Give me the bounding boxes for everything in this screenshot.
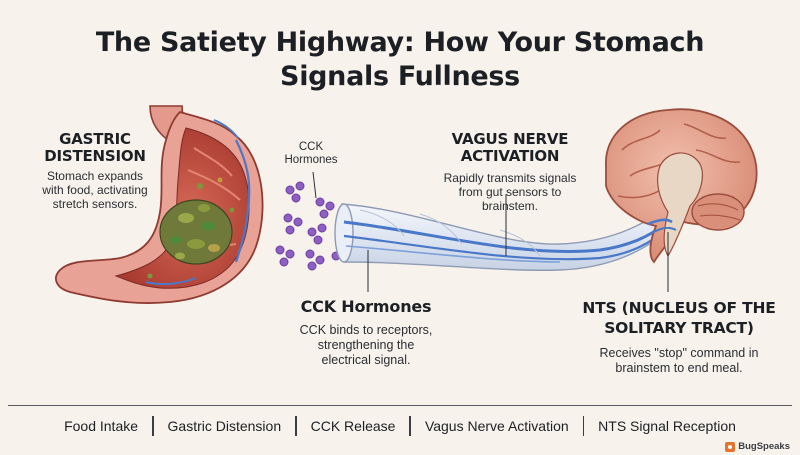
brand-name: BugSpeaks bbox=[738, 441, 790, 452]
page-title: The Satiety Highway: How Your Stomach Si… bbox=[95, 27, 705, 92]
brain-illustration bbox=[605, 108, 758, 264]
stomach-illustration bbox=[55, 105, 264, 304]
step-cck-release: CCK Release bbox=[310, 417, 396, 434]
cck-hormones-callout: CCK Hormones bbox=[284, 141, 338, 166]
step-separator bbox=[152, 415, 154, 436]
step-separator bbox=[582, 415, 585, 436]
step-food-intake: Food Intake bbox=[64, 417, 139, 434]
cck-hormones-label: CCK Hormones CCK binds to receptors,stre… bbox=[299, 297, 433, 367]
step-separator bbox=[295, 415, 297, 436]
process-steps-bar: Food Intake Gastric Distension CCK Relea… bbox=[8, 405, 792, 445]
step-vagus-nerve-activation: Vagus Nerve Activation bbox=[424, 417, 569, 434]
bugspeaks-logo-icon bbox=[725, 441, 736, 452]
cck-small-pointer bbox=[312, 171, 317, 199]
step-gastric-distension: Gastric Distension bbox=[167, 417, 282, 434]
step-nts-signal-reception: NTS Signal Reception bbox=[598, 417, 736, 434]
step-separator bbox=[409, 415, 411, 436]
vagus-nerve-illustration bbox=[334, 203, 671, 271]
food-mass bbox=[159, 199, 233, 265]
brand-watermark: BugSpeaks bbox=[725, 441, 790, 452]
